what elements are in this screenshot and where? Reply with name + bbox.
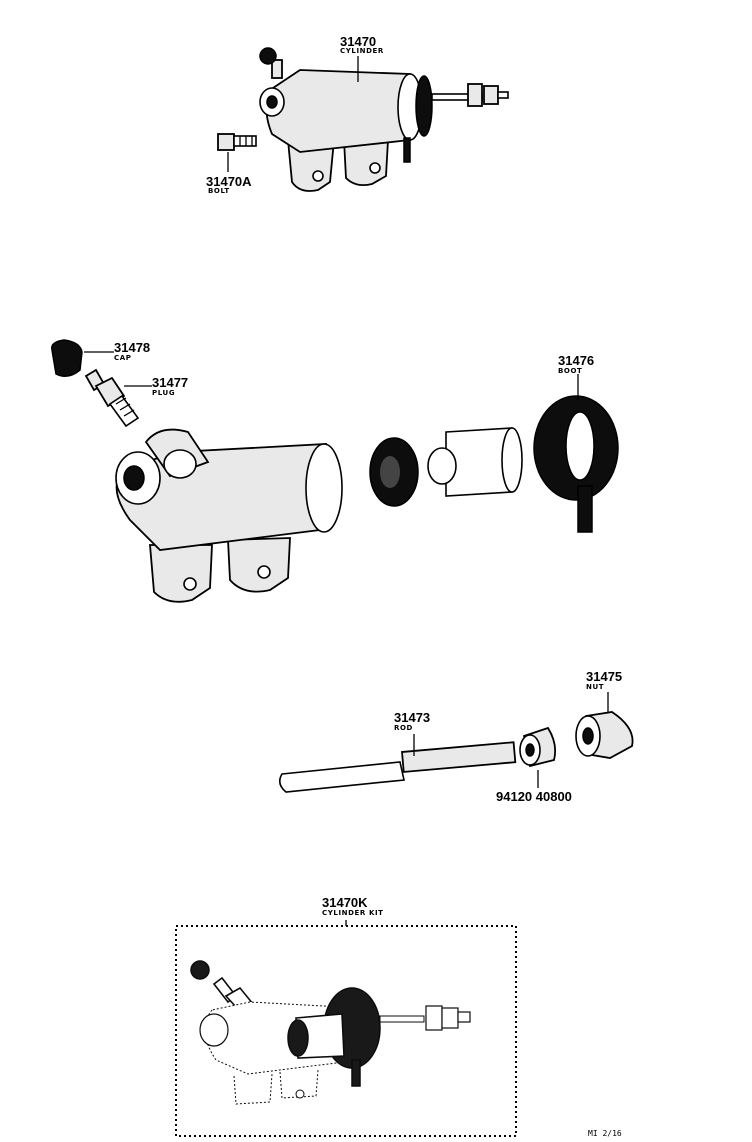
- label-31470a-number: 31470A: [206, 174, 252, 189]
- label-31476-name: BOOT: [558, 367, 582, 375]
- label-31477-name: PLUG: [152, 389, 175, 397]
- label-31476-number: 31476: [558, 353, 594, 368]
- label-94120-40800-number: 94120 40800: [496, 789, 572, 804]
- cylinder-kit-drawing: [190, 960, 471, 1105]
- label-31470-number: 31470: [340, 34, 376, 49]
- label-31475-name: NUT: [586, 683, 604, 691]
- washer-94120-40800: [519, 726, 557, 768]
- label-31473-number: 31473: [394, 710, 430, 725]
- label-31470a-name: BOLT: [208, 187, 230, 195]
- label-31478-number: 31478: [114, 340, 150, 355]
- cap-31478: [51, 339, 83, 377]
- label-31477-number: 31477: [152, 375, 188, 390]
- nut-31475: [575, 711, 634, 759]
- label-31470k-number: 31470K: [322, 895, 368, 910]
- cylinder-exploded: [51, 339, 619, 603]
- boot-31476: [533, 395, 619, 533]
- label-31473-name: ROD: [394, 724, 413, 732]
- bolt-31470a: [217, 133, 257, 151]
- cylinder-assembly-top: [217, 47, 509, 192]
- label-31475-number: 31475: [586, 669, 622, 684]
- rod-31473: [278, 741, 517, 793]
- label-31470k-name: CYLINDER KIT: [322, 909, 384, 917]
- plug-31477: [84, 368, 140, 428]
- label-31470-name: CYLINDER: [340, 47, 384, 55]
- label-31478-name: CAP: [114, 354, 132, 362]
- page-reference: MI 2/16: [588, 1129, 622, 1138]
